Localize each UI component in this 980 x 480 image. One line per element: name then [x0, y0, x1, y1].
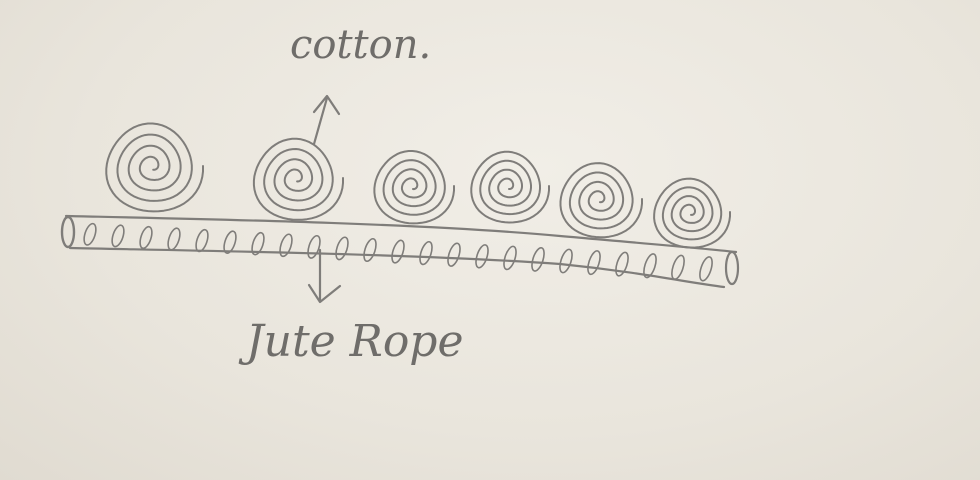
- rope-twist: [82, 222, 98, 246]
- rope-end-left: [62, 217, 74, 247]
- rope-twist: [418, 240, 435, 266]
- rope-twist: [585, 249, 602, 275]
- rope-twist: [697, 255, 714, 282]
- rope-twist: [669, 254, 686, 281]
- cotton-ball: [471, 152, 549, 223]
- cotton-arrow: [314, 96, 339, 144]
- jute-rope: [62, 216, 738, 287]
- cotton-ball: [561, 163, 643, 237]
- rope-twist: [446, 242, 463, 268]
- cotton-ball: [654, 179, 730, 248]
- cotton-ball: [106, 124, 203, 212]
- rope-twist: [138, 225, 154, 249]
- rope-twist: [558, 248, 575, 274]
- rope-twist: [530, 246, 547, 272]
- rope-twist: [502, 245, 519, 271]
- rope-twist: [334, 236, 351, 261]
- rope-twist: [166, 227, 182, 251]
- rope-twist: [474, 243, 491, 269]
- rope-twist: [390, 239, 407, 264]
- cotton-label: cotton.: [290, 22, 431, 68]
- cotton-ball: [374, 151, 454, 223]
- jute-rope-label: Jute Rope: [238, 316, 464, 367]
- rope-twist: [362, 237, 379, 262]
- cotton-balls: [106, 124, 730, 248]
- cotton-ball: [254, 139, 343, 220]
- rope-twist: [110, 224, 126, 248]
- rope-twists: [82, 222, 715, 282]
- rope-twist: [641, 252, 658, 278]
- rope-end-right: [726, 252, 738, 284]
- rope-twist: [194, 228, 210, 253]
- rope-twist: [278, 233, 295, 258]
